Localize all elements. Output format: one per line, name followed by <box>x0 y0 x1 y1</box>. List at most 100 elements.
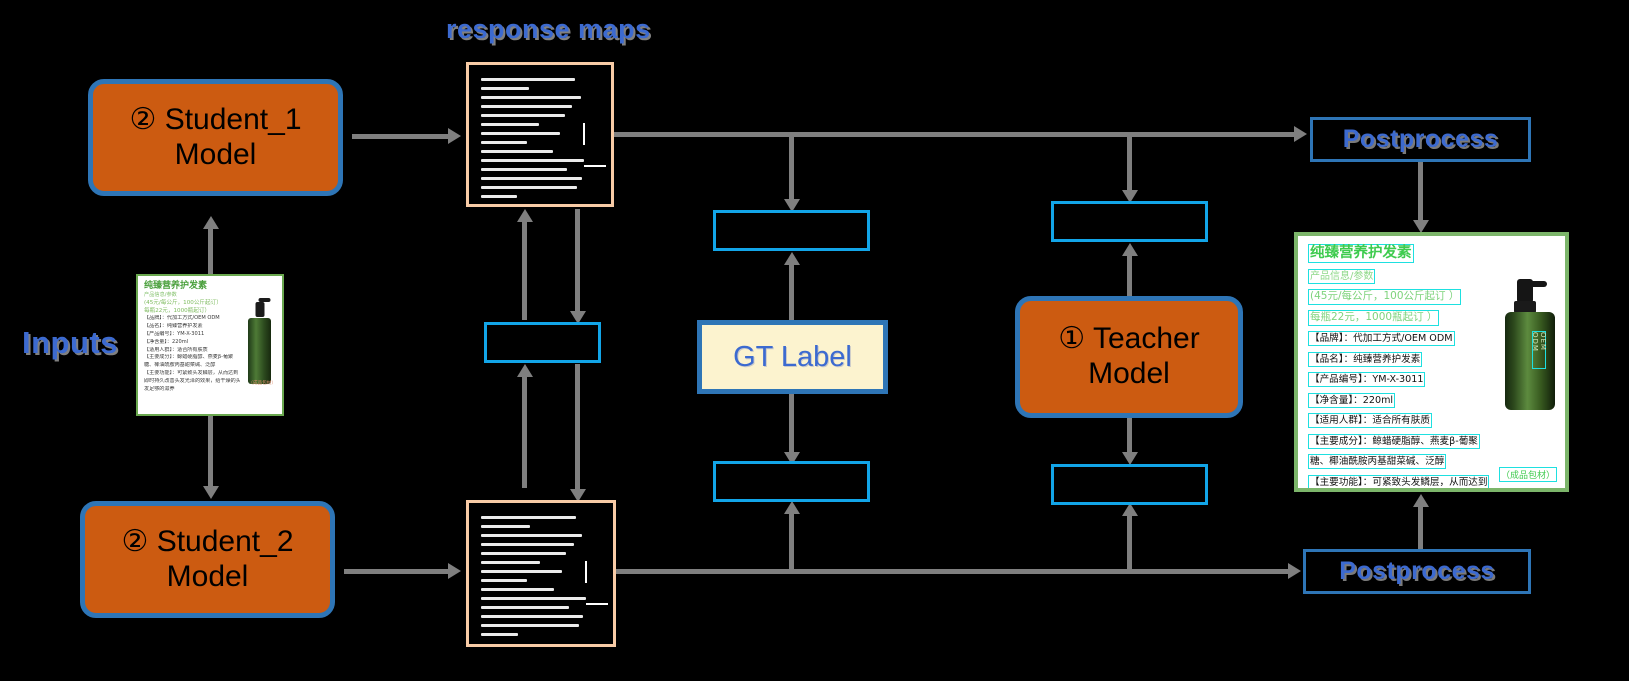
loss-box-teacher-top[interactable] <box>1051 201 1208 242</box>
response-map-line <box>481 525 530 528</box>
arrow-gt-to-bottombox-shaft <box>789 394 794 452</box>
output-ocr-row: 【品牌】：代加工方式/OEM ODM <box>1308 331 1455 346</box>
teacher-model-node[interactable]: ① Teacher Model <box>1015 296 1243 418</box>
input-thumb-row: 【净含量】：220ml <box>144 338 189 345</box>
input-thumb-row: 【品名】：纯臻营养护发素 <box>144 323 203 330</box>
output-bottle-nozzle <box>1517 281 1547 287</box>
input-thumb-row: 【主要功能】：可紧致头发鳞层，从而达到 <box>144 369 239 376</box>
response-map-line <box>481 633 518 636</box>
response-map-bottom <box>466 500 616 647</box>
arrow-top-bus-head <box>1294 126 1307 142</box>
student2-label-line1: ② Student_2 <box>121 524 294 558</box>
arrow-input-to-student1-shaft <box>208 228 213 276</box>
response-map-line <box>481 114 565 117</box>
response-map-top-side-line <box>584 165 606 167</box>
response-map-top <box>466 62 614 207</box>
input-thumb-row: 发足够的滋养 <box>144 385 175 392</box>
input-thumb-price2: 每瓶22元，1000瓶起订） <box>144 308 211 315</box>
arrow-postprocess-bottom-to-output-head <box>1413 494 1429 507</box>
arrow-teacher-to-topbox-shaft <box>1127 255 1132 297</box>
loss-box-gt-bottom[interactable] <box>713 461 870 502</box>
student2-model-node[interactable]: ② Student_2 Model <box>80 501 335 618</box>
gt-label-node[interactable]: GT Label <box>697 320 888 394</box>
response-map-line <box>481 105 573 108</box>
input-thumb-title: 纯臻营养护发素 <box>144 281 208 291</box>
response-map-line <box>481 78 575 81</box>
response-map-line <box>481 141 527 144</box>
postprocess-top-node[interactable]: Postprocess <box>1310 117 1531 162</box>
arrow-mid-down-shaft-b <box>575 364 580 489</box>
arrow-bottom-bus-head <box>1288 563 1301 579</box>
input-thumb-price1: (45元/每公斤，100公斤起订） <box>144 300 222 307</box>
teacher-label-line2: Model <box>1088 357 1170 390</box>
loss-box-gt-top[interactable] <box>713 210 870 251</box>
student1-label-line1: ② Student_1 <box>129 102 302 136</box>
output-ocr-row: 【净含量】：220ml <box>1308 392 1396 408</box>
output-bottle-label: OEM ODM <box>1531 331 1547 369</box>
arrow-mid-down-head-b <box>570 489 586 502</box>
response-map-line <box>481 588 555 591</box>
response-map-bottom-lines <box>481 516 603 636</box>
input-thumb-row: 【主要成分】：鲸蜡硬脂醇、燕麦β-葡聚 <box>144 354 234 361</box>
arrow-bottombus-to-teacherloss-head <box>1122 503 1138 516</box>
output-ocr-row: 糖、椰油酰胺丙基甜菜碱、泛醇 <box>1308 454 1447 469</box>
arrow-mid-up-shaft-a <box>522 220 527 320</box>
arrow-bus-to-gtloss-shaft <box>789 137 794 199</box>
arrow-teacher-to-bottombox-shaft <box>1127 418 1132 452</box>
arrow-mid-up-head-b <box>517 364 533 377</box>
response-map-bottom-side-mark <box>585 561 587 583</box>
response-map-line <box>481 177 582 180</box>
response-map-line <box>481 96 581 99</box>
arrow-gt-to-topbox-shaft <box>789 264 794 320</box>
output-bottle-body <box>1505 312 1555 410</box>
arrow-input-to-student2-head <box>203 486 219 499</box>
arrow-mid-down-head-a <box>570 311 586 324</box>
output-title: 纯臻营养护发素 <box>1308 244 1414 263</box>
output-price1: (45元/每公斤，100公斤起订 ） <box>1308 289 1462 305</box>
response-map-line <box>481 168 568 171</box>
input-thumb-bottle-cap <box>255 298 270 317</box>
arrow-mid-down-shaft-a <box>575 209 580 311</box>
input-thumb-rows: 【品牌】：代加工方式/OEM ODM【品名】：纯臻营养护发素【产品编号】：YM-… <box>144 315 240 393</box>
response-map-line <box>481 132 561 135</box>
arrow-bus-to-gtloss-head <box>784 199 800 212</box>
arrow-bottombus-to-gtloss-head <box>784 501 800 514</box>
response-map-line <box>481 543 574 546</box>
output-bottle-icon: OEM ODM （成品包材） <box>1498 279 1557 482</box>
response-map-line <box>481 597 586 600</box>
arrow-input-to-student2-shaft <box>208 414 213 486</box>
arrow-teacher-to-topbox-head <box>1122 243 1138 256</box>
input-thumb-row: 即时持久改善头发光泽的效果，给干燥的头 <box>144 377 240 384</box>
inputs-title: Inputs <box>22 325 118 360</box>
teacher-label-line1: ① Teacher <box>1058 322 1200 356</box>
input-thumb-row: 糖、椰油酰胺丙基甜菜碱、泛醇 <box>144 362 216 369</box>
loss-box-mutual[interactable] <box>484 322 601 363</box>
output-bottle-neck <box>1514 301 1536 313</box>
input-thumb-row: 【品牌】：代加工方式/OEM ODM <box>144 315 220 322</box>
input-thumb-subtitle: 产品信息/参数 <box>144 292 177 298</box>
student1-model-node[interactable]: ② Student_1 Model <box>88 79 343 196</box>
input-thumb-row: 【产品编号】：YM-X-3011 <box>144 331 205 337</box>
response-map-line <box>481 195 517 198</box>
response-map-line <box>481 561 540 564</box>
arrow-bottombus-to-teacherloss-shaft <box>1127 514 1132 570</box>
response-map-line <box>481 87 529 90</box>
arrow-postprocess-top-to-output-head <box>1413 220 1429 233</box>
output-ocr-row: 【适用人群】：适合所有肤质 <box>1308 413 1432 428</box>
response-map-line <box>481 579 528 582</box>
response-map-line <box>481 123 539 126</box>
student1-label-line2: Model <box>174 137 257 171</box>
postprocess-bottom-node[interactable]: Postprocess <box>1303 549 1531 594</box>
arrow-student2-to-respmap-head <box>448 563 461 579</box>
arrow-student1-to-respmap-shaft <box>352 134 448 139</box>
response-map-line <box>481 516 577 519</box>
output-ocr-row: 【主要功能】：可紧致头发鳞层，从而达到 <box>1308 474 1490 488</box>
arrow-mid-up-head-a <box>517 209 533 222</box>
arrow-bus-to-teacherloss-head <box>1122 190 1138 203</box>
arrow-bottom-bus <box>616 569 1288 574</box>
arrow-bus-to-teacherloss-shaft <box>1127 137 1132 190</box>
response-map-top-lines <box>481 78 601 198</box>
response-map-line <box>481 624 579 627</box>
loss-box-teacher-bottom[interactable] <box>1051 464 1208 505</box>
